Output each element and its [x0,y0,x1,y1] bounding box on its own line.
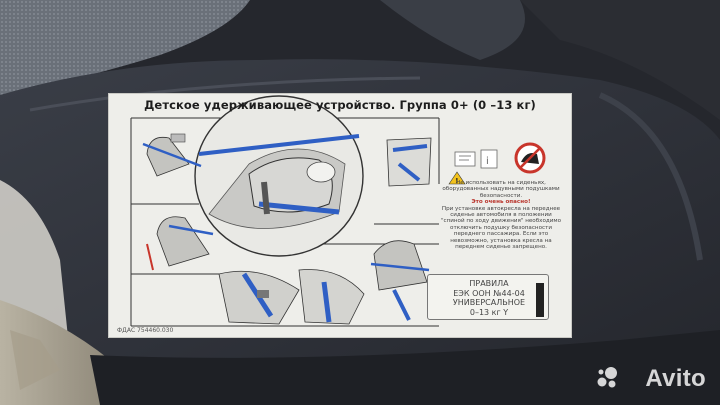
canopy-fabric [0,0,250,95]
manual-pictogram-icon: i [454,149,498,169]
panel-seat-top-left [142,133,202,177]
svg-text:!: ! [455,177,458,185]
avito-logo-icon [597,367,617,388]
warning-triangle-icon: ! [448,171,466,185]
panel-seat-mid-left [146,216,214,271]
svg-text:i: i [486,156,489,167]
part-number: ФДАС 754460.030 [117,327,174,334]
panel-seat-bottom-right [370,240,430,321]
central-illustration [194,95,364,257]
warning-line-2: При установке автокресла на переднее сид… [440,205,562,251]
instruction-illustrations: i ! [130,95,546,327]
airbag-warning-text: Не использовать на сиденьях, оборудованн… [439,180,563,250]
rules-side-tag [536,283,544,317]
instruction-label: i ! Детское удерживающее устройство. Гру… [108,93,572,338]
no-airbag-warning-icon [514,142,546,174]
panel-buckle-bottom-mid [298,269,365,325]
rules-text: ПРАВИЛА ЕЭК ООН №44-04 УНИВЕРСАЛЬНОЕ 0–1… [452,279,526,317]
warning-line-1: Не использовать на сиденьях, оборудованн… [442,180,560,199]
warning-emphasis: Это очень опасно! [471,199,531,206]
rules-box: ПРАВИЛА ЕЭК ООН №44-04 УНИВЕРСАЛЬНОЕ 0–1… [427,274,549,320]
label-title: Детское удерживающее устройство. Группа … [144,98,536,112]
avito-watermark: Avito [645,365,706,392]
panel-belt-top-right [386,137,432,187]
panel-buckle-bottom-left [218,270,300,325]
